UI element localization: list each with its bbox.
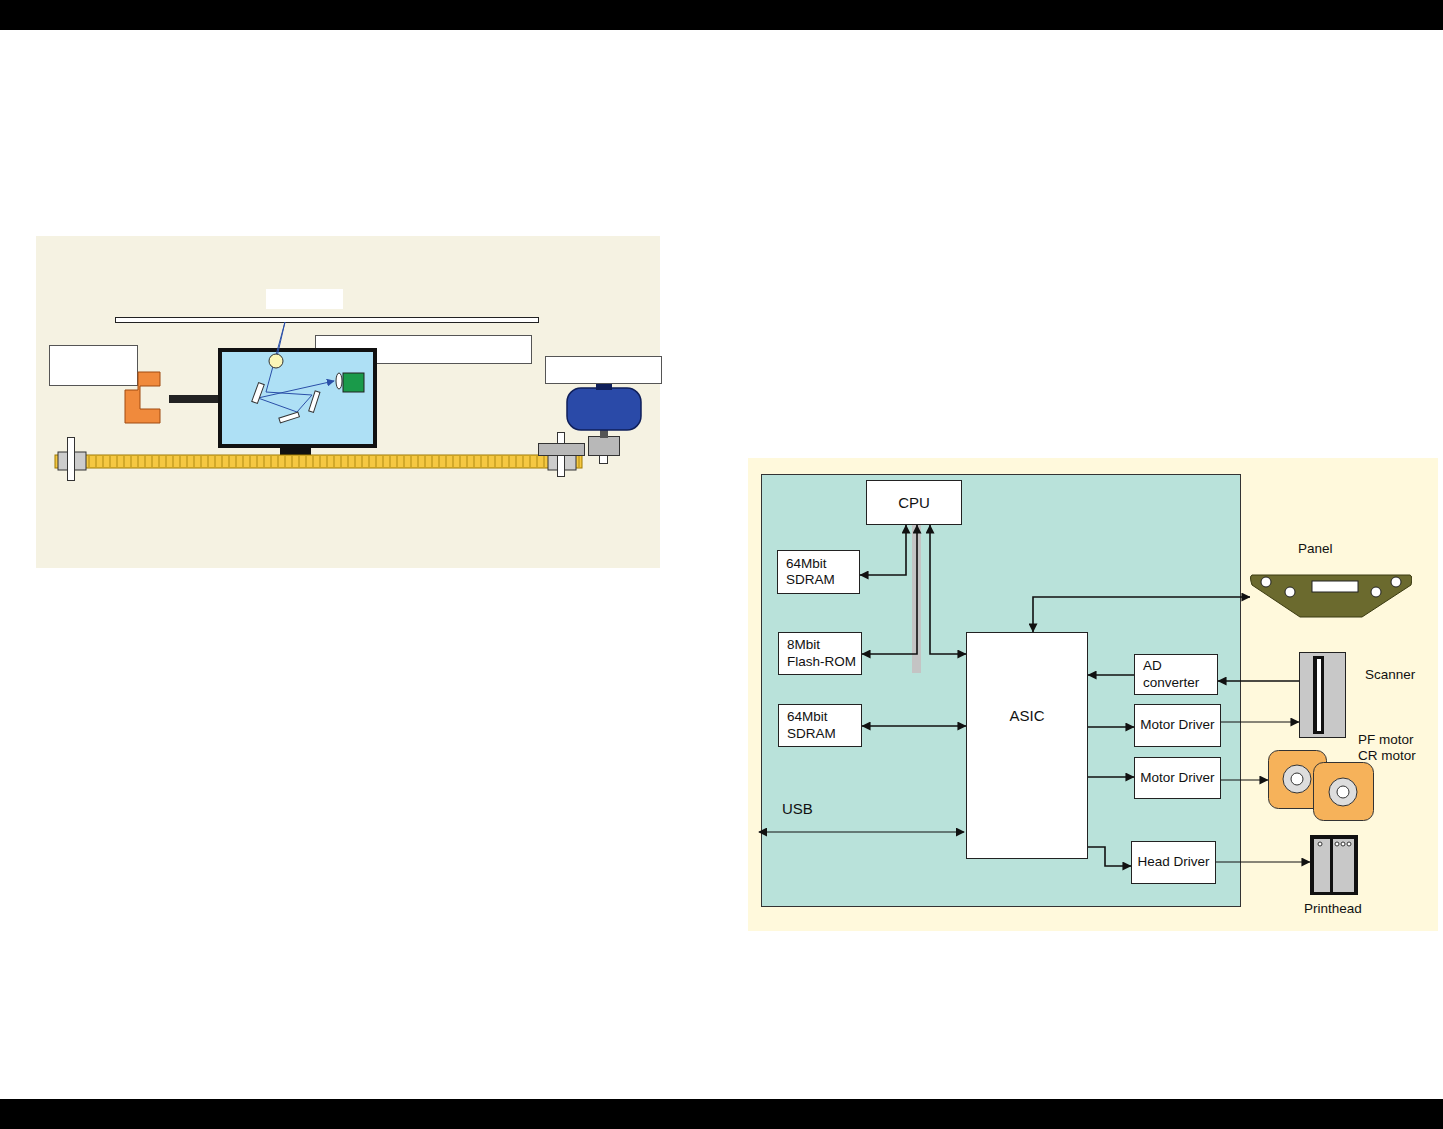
- driver-box: Motor Driver: [1134, 757, 1221, 799]
- driver-box: Motor Driver: [1134, 704, 1221, 747]
- converter-box: AD converter: [1134, 654, 1218, 695]
- scanner-unit-drawing: [1299, 652, 1346, 738]
- box-label: 64Mbit SDRAM: [786, 556, 859, 588]
- box-label: 8Mbit Flash-ROM: [787, 637, 861, 669]
- signal-arrow: [930, 525, 966, 654]
- signal-arrow: [1088, 847, 1131, 866]
- box-label: Head Driver: [1137, 854, 1209, 870]
- box-label: AD converter: [1143, 658, 1217, 690]
- signal-arrow: [1218, 680, 1299, 682]
- part-caption: Panel: [1298, 541, 1333, 557]
- signal-arrow: [1088, 726, 1134, 728]
- signal-arrow: [1216, 862, 1310, 863]
- scanner-unit: Scanner: [1299, 652, 1346, 738]
- motor-pair: PF motor CR motor: [1268, 750, 1375, 822]
- asic-box: ASIC: [966, 632, 1088, 859]
- signal-arrow: [1033, 597, 1250, 632]
- box-label: CPU: [898, 494, 930, 512]
- signal-arrow: [1088, 776, 1134, 778]
- cpu-box: CPU: [866, 480, 962, 525]
- signal-arrow: [860, 525, 906, 575]
- bus-label: USB: [782, 800, 813, 817]
- signal-arrow: [1221, 722, 1299, 723]
- memory-box: 8Mbit Flash-ROM: [778, 632, 862, 675]
- signal-arrow: [862, 725, 966, 727]
- signal-arrow: [862, 525, 917, 654]
- printhead-unit: Printhead: [1310, 835, 1358, 895]
- part-caption: Scanner: [1365, 667, 1415, 683]
- memory-box: 64Mbit SDRAM: [778, 704, 862, 747]
- box-label: 64Mbit SDRAM: [787, 709, 861, 741]
- printhead-unit-drawing: [1310, 835, 1358, 895]
- box-label: Motor Driver: [1140, 770, 1214, 786]
- control-panel: Panel: [1250, 567, 1412, 620]
- box-label: ASIC: [1009, 707, 1044, 725]
- part-caption: Printhead: [1304, 901, 1362, 917]
- signal-arrow: [1088, 674, 1134, 676]
- signal-arrow: [1221, 780, 1268, 781]
- control-panel-drawing: [1250, 567, 1412, 620]
- box-label: Motor Driver: [1140, 717, 1214, 733]
- driver-box: Head Driver: [1131, 841, 1216, 884]
- memory-box: 64Mbit SDRAM: [777, 550, 860, 594]
- part-caption: PF motor CR motor: [1358, 732, 1422, 764]
